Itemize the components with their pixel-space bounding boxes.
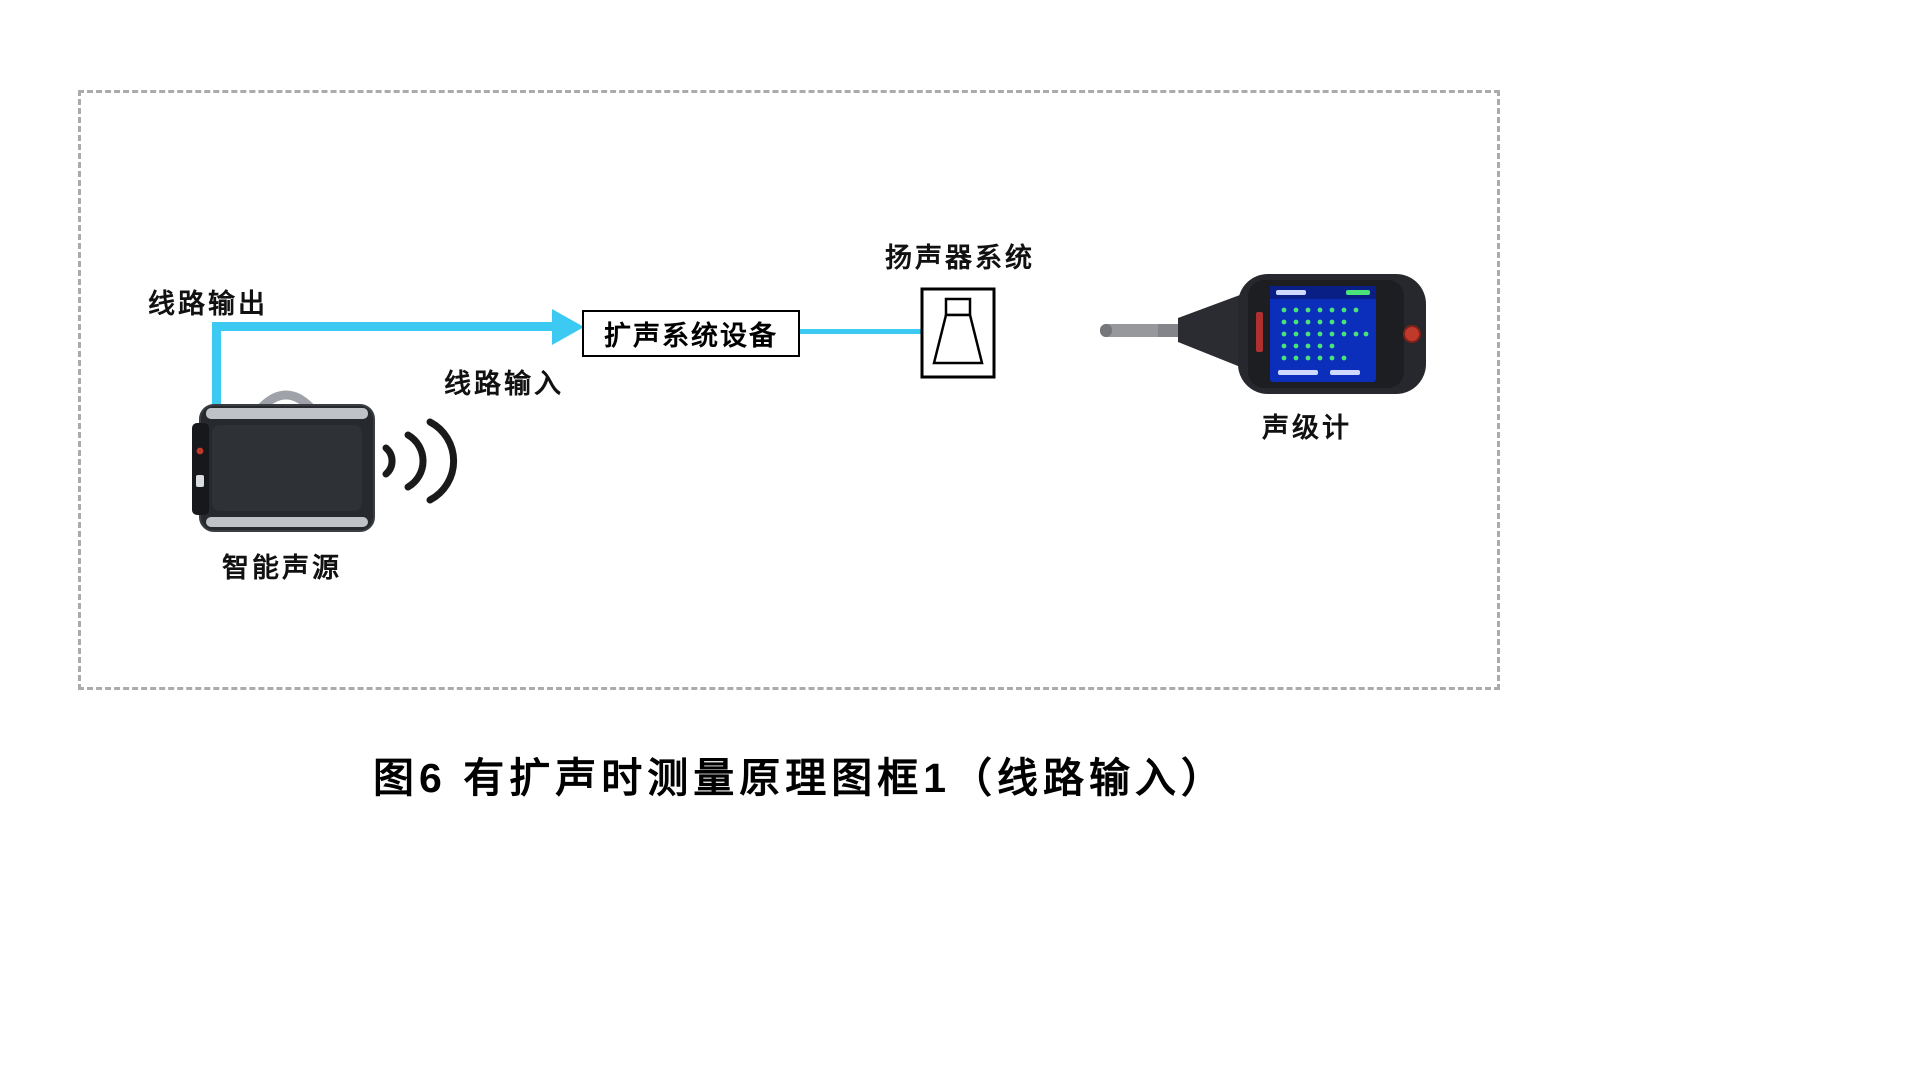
label-smart-source: 智能声源: [222, 553, 342, 583]
sound-waves-icon: [378, 410, 460, 512]
label-line-output: 线路输出: [148, 289, 268, 319]
line-output-connector-vertical: [212, 322, 221, 414]
brand-mark: [1256, 312, 1263, 352]
power-button-icon: [1403, 325, 1421, 343]
handle: [257, 390, 315, 412]
label-speaker-system: 扬声器系统: [885, 243, 1035, 273]
line-output-connector-horizontal: [212, 322, 556, 331]
label-line-input: 线路输入: [444, 369, 564, 399]
connector-arrowhead-icon: [552, 309, 584, 345]
figure-caption: 图6 有扩声时测量原理图框1（线路输入）: [373, 755, 1227, 801]
amp-to-speaker-connector: [800, 329, 922, 334]
amplification-system-box: 扩声系统设备: [582, 310, 800, 357]
record-led-icon: [196, 447, 204, 455]
smart-sound-source-device: [190, 383, 382, 535]
amplification-system-label: 扩声系统设备: [604, 321, 778, 351]
label-sound-level-meter: 声级计: [1262, 413, 1352, 443]
control-strip: [192, 423, 209, 515]
sound-level-meter-device: [1098, 270, 1430, 402]
loudspeaker-icon: [920, 287, 996, 379]
switch-icon: [196, 475, 204, 487]
